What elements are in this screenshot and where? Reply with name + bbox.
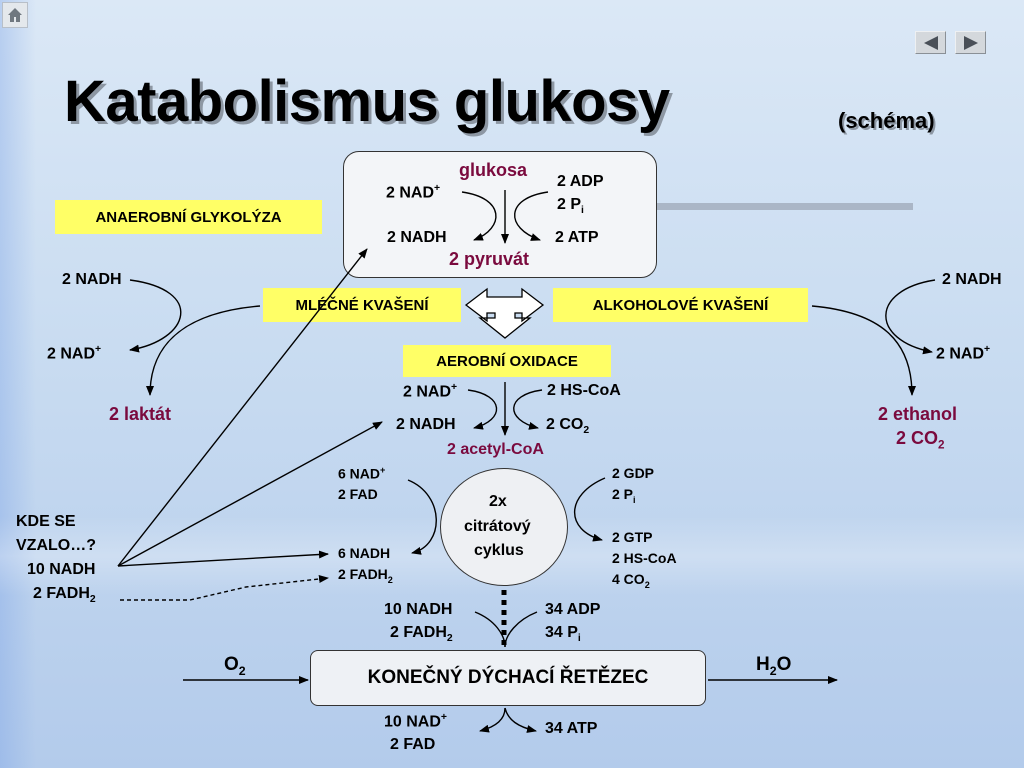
cycle-co2: 4 CO2 [612,571,650,590]
page-subtitle: (schéma) [838,108,935,133]
oxidation-co2: 2 CO2 [546,416,590,437]
label-anaerobic-glycolysis: ANAEROBNÍ GLYKOLÝZA [55,200,322,234]
cycle-line-3: cyklus [474,542,524,559]
label-alcoholic-fermentation: ALKOHOLOVÉ KVAŠENÍ [553,288,808,322]
cycle-right-arrow [574,477,606,542]
glycolysis-adp-arrow [514,191,549,241]
chain-out-left-arrow [479,707,506,733]
lactic-nadh: 2 NADH [62,271,122,288]
cycle-line-1: 2x [489,493,507,510]
cycle-gtp: 2 GTP [612,529,653,545]
cycle-hscoa: 2 HS-CoA [612,550,677,566]
chain-atp: 34 ATP [545,720,598,737]
oxygen-label: O2 [224,654,246,678]
arrow-right-icon [964,36,978,50]
page-title: Katabolismus glukosy [64,69,670,134]
chain-fadh2: 2 FADH2 [390,624,453,645]
glycolysis-box [343,151,657,278]
cycle-pi: 2 Pi [612,486,636,505]
alcoholic-nad: 2 NAD+ [936,344,991,363]
prev-slide-button[interactable] [915,31,946,54]
cycle-nad: 6 NAD+ [338,465,386,482]
acetyl-coa-label: 2 acetyl-CoA [447,441,544,458]
chain-pi: 34 Pi [545,624,581,645]
oxidation-coa-arrow [513,389,543,430]
arrow-left-icon [924,36,938,50]
question-line-4: 2 FADH2 [33,585,96,606]
home-icon [8,8,22,22]
glycolysis-atp: 2 ATP [555,229,599,246]
glycolysis-nad: 2 NAD+ [386,183,441,202]
citric-cycle-circle [440,468,568,586]
branch-block-arrow [464,287,545,339]
chain-nad: 10 NAD+ [384,712,447,731]
chain-nadh: 10 NADH [384,601,453,618]
lactic-product-arrow [146,305,261,396]
question-line-fadh [120,575,329,601]
question-line-3: 10 NADH [27,561,96,578]
glycolysis-nadh: 2 NADH [387,229,447,246]
label-aerobic-oxidation: AEROBNÍ OXIDACE [403,345,611,377]
cycle-nadh: 6 NADH [338,545,391,561]
question-line-glycolysis [117,248,368,567]
decorative-stripe [620,203,913,210]
oxidation-nad-arrow [467,389,498,430]
question-line-oxidation [117,421,383,567]
water-label: H2O [756,654,792,678]
glycolysis-pi: 2 Pi [557,196,584,217]
glycolysis-adp: 2 ADP [557,173,604,190]
question-line-1: KDE SE [16,513,76,530]
home-button[interactable] [2,2,28,28]
alcoholic-product-arrow [811,305,916,396]
ethanol-label: 2 ethanol [878,404,958,424]
question-line-cycle [117,550,329,567]
chain-in-right-curve [504,611,538,648]
glycolysis-nad-arrow [461,191,497,241]
alcoholic-nadh: 2 NADH [942,271,1002,288]
chain-in-left-curve [474,611,506,648]
chain-fad: 2 FAD [390,736,436,753]
oxidation-nad: 2 NAD+ [403,382,458,401]
left-gradient-band [0,0,36,768]
cycle-fadh2: 2 FADH2 [338,566,393,585]
cycle-left-arrow [407,479,437,555]
respiratory-chain-box: KONEČNÝ DÝCHACÍ ŘETĚZEC [310,650,706,706]
pyruvate-label: 2 pyruvát [449,249,530,269]
lactic-nad: 2 NAD+ [47,344,102,363]
chain-out-right-arrow [504,707,537,733]
cycle-fad: 2 FAD [338,486,378,502]
glucose-label: glukosa [459,160,528,180]
oxidation-hscoa: 2 HS-CoA [547,382,621,399]
lactic-nad-arrow [129,279,182,353]
alcoholic-nad-arrow [885,279,936,355]
cycle-line-2: citrátový [464,518,531,535]
label-lactic-fermentation: MLÉČNÉ KVAŠENÍ [263,288,461,322]
ethanol-co2-label: 2 CO2 [896,428,945,452]
oxidation-nadh: 2 NADH [396,416,456,433]
question-line-2: VZALO…? [16,537,96,554]
lactate-label: 2 laktát [109,404,172,424]
cycle-gdp: 2 GDP [612,465,655,481]
next-slide-button[interactable] [955,31,986,54]
chain-adp: 34 ADP [545,601,601,618]
